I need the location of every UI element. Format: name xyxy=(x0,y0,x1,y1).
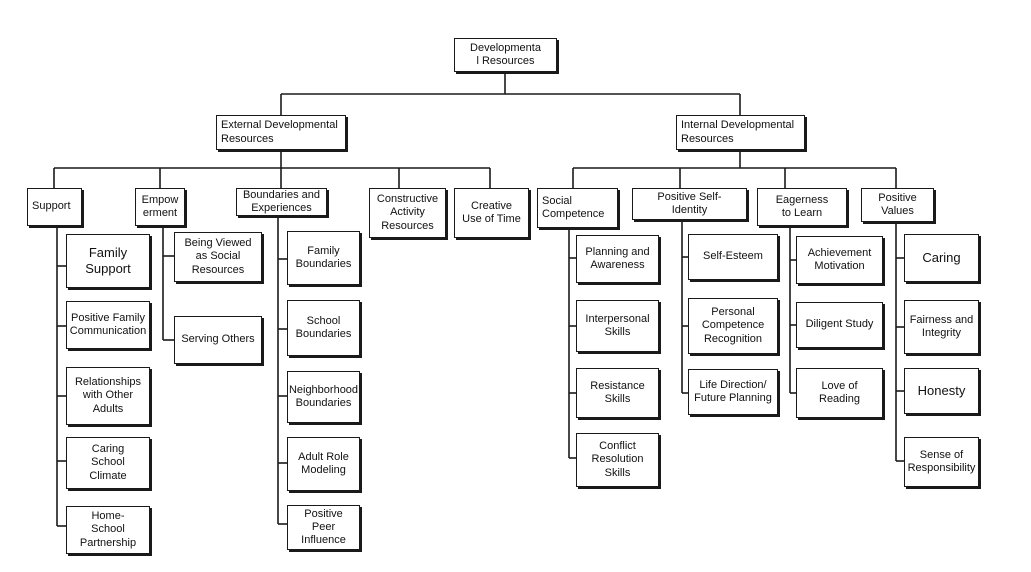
identity-item-label: Self-Esteem xyxy=(703,250,763,263)
eagerness-item-label: Love of Reading xyxy=(819,379,860,405)
boundaries-label: Boundaries and Experiences xyxy=(242,188,321,214)
social-competence-category: Social Competence xyxy=(537,188,618,228)
eagerness-item: Achievement Motivation xyxy=(796,236,883,284)
eagerness-category: Eagerness to Learn xyxy=(757,188,847,226)
support-item: Positive Family Communication xyxy=(66,301,150,349)
creative-use-node: Creative Use of Time xyxy=(454,188,529,238)
values-item-label: Sense of Responsibility xyxy=(907,448,976,474)
constructive-label: Constructive Activity Resources xyxy=(376,193,439,232)
social-item-label: Conflict Resolution Skills xyxy=(591,440,644,479)
values-item: Caring xyxy=(904,234,979,282)
boundaries-item-label: Neighborhood Boundaries xyxy=(288,383,359,409)
boundaries-item: Family Boundaries xyxy=(287,231,360,285)
positive-identity-category: Positive Self- Identity xyxy=(632,188,747,220)
social-item: Resistance Skills xyxy=(576,368,659,418)
support-item-label: Positive Family Communication xyxy=(69,311,147,337)
empowerment-item-label: Being Viewed as Social Resources xyxy=(184,237,252,276)
support-item-label: Family Support xyxy=(85,245,131,276)
identity-item-label: Personal Competence Recognition xyxy=(701,306,765,345)
boundaries-category: Boundaries and Experiences xyxy=(236,188,327,216)
social-item-label: Interpersonal Skills xyxy=(585,312,650,338)
support-item: Relationships with Other Adults xyxy=(66,367,150,425)
constructive-activity-node: Constructive Activity Resources xyxy=(369,188,446,238)
support-item: Home- School Partnership xyxy=(66,506,150,554)
boundaries-item-label: Adult Role Modeling xyxy=(298,450,349,476)
eagerness-label: Eagerness to Learn xyxy=(775,193,829,219)
values-item-label: Honesty xyxy=(917,383,966,399)
identity-label: Positive Self- Identity xyxy=(657,190,722,216)
empowerment-item-label: Serving Others xyxy=(181,333,255,346)
positive-values-category: Positive Values xyxy=(861,188,934,222)
social-item: Interpersonal Skills xyxy=(576,300,659,352)
boundaries-item: Neighborhood Boundaries xyxy=(287,371,360,423)
identity-item: Self-Esteem xyxy=(688,234,778,280)
social-item-label: Planning and Awareness xyxy=(585,245,650,271)
eagerness-item: Love of Reading xyxy=(796,368,883,418)
values-item: Sense of Responsibility xyxy=(904,437,979,487)
internal-resources-node: Internal Developmental Resources xyxy=(676,115,805,150)
eagerness-item-label: Diligent Study xyxy=(805,318,874,331)
boundaries-item: School Boundaries xyxy=(287,300,360,356)
values-item-label: Fairness and Integrity xyxy=(909,313,974,339)
support-item: Family Support xyxy=(66,234,150,288)
empowerment-label: Empow erment xyxy=(141,193,179,219)
boundaries-item-label: Family Boundaries xyxy=(295,244,352,270)
external-label: External Developmental Resources xyxy=(221,119,338,145)
support-label: Support xyxy=(32,200,71,213)
values-label: Positive Values xyxy=(878,191,917,217)
social-item: Conflict Resolution Skills xyxy=(576,433,659,487)
boundaries-item: Positive Peer Influence xyxy=(287,505,360,550)
eagerness-item-label: Achievement Motivation xyxy=(807,246,872,272)
support-item-label: Home- School Partnership xyxy=(79,510,137,549)
identity-item-label: Life Direction/ Future Planning xyxy=(694,378,772,404)
creative-label: Creative Use of Time xyxy=(462,199,521,225)
values-item-label: Caring xyxy=(922,250,961,266)
root-node: Developmenta l Resources xyxy=(454,38,557,72)
eagerness-item: Diligent Study xyxy=(796,302,883,348)
boundaries-item: Adult Role Modeling xyxy=(287,437,360,491)
empowerment-category: Empow erment xyxy=(135,188,185,226)
support-category: Support xyxy=(27,188,82,226)
boundaries-item-label: School Boundaries xyxy=(295,314,352,340)
values-item: Fairness and Integrity xyxy=(904,300,979,354)
support-item-label: Caring School Climate xyxy=(89,443,127,482)
external-resources-node: External Developmental Resources xyxy=(216,115,346,150)
social-item-label: Resistance Skills xyxy=(590,379,645,405)
identity-item: Life Direction/ Future Planning xyxy=(688,369,778,415)
empowerment-item: Serving Others xyxy=(174,316,262,364)
values-item: Honesty xyxy=(904,368,979,414)
empowerment-item: Being Viewed as Social Resources xyxy=(174,232,262,282)
boundaries-item-label: Positive Peer Influence xyxy=(301,507,346,547)
internal-label: Internal Developmental Resources xyxy=(681,119,795,145)
social-label: Social Competence xyxy=(542,194,605,220)
support-item-label: Relationships with Other Adults xyxy=(74,376,142,415)
support-item: Caring School Climate xyxy=(66,437,150,489)
root-label: Developmenta l Resources xyxy=(470,41,541,67)
identity-item: Personal Competence Recognition xyxy=(688,298,778,354)
social-item: Planning and Awareness xyxy=(576,235,659,283)
